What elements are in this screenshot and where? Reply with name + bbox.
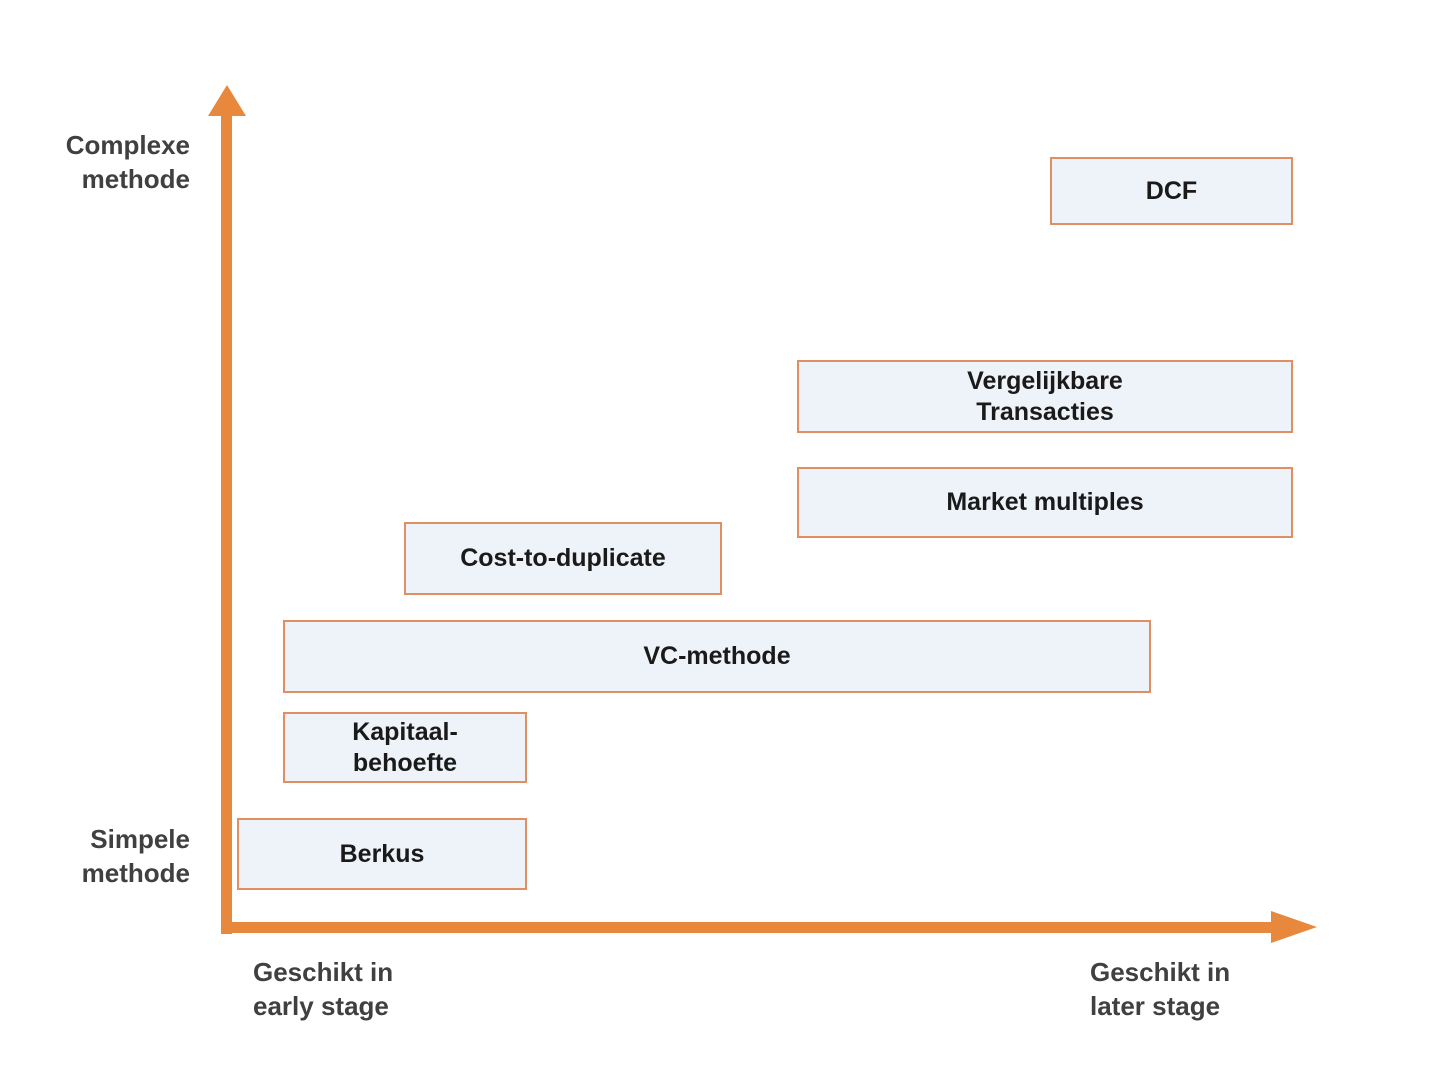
box-market-multiples: Market multiples (797, 467, 1293, 538)
box-vc-methode-label: VC-methode (643, 642, 791, 670)
box-vergelijkbare-transacties: Vergelijkbare Transacties (797, 360, 1293, 433)
box-dcf: DCF (1050, 157, 1293, 225)
y-axis-bottom-label: Simpele methode (81, 824, 190, 888)
box-kapitaal-behoefte-label: Kapitaal- behoefte (352, 717, 458, 777)
box-dcf-label: DCF (1145, 176, 1198, 205)
box-cost-to-duplicate-label: Cost-to-duplicate (460, 544, 666, 572)
x-axis-arrowhead-icon (1271, 911, 1317, 943)
box-vc-methode: VC-methode (283, 620, 1151, 693)
box-berkus-label: Berkus (339, 839, 425, 868)
box-kapitaal-behoefte: Kapitaal- behoefte (283, 712, 527, 783)
box-cost-to-duplicate: Cost-to-duplicate (404, 522, 722, 595)
x-axis-line (221, 922, 1272, 933)
box-market-multiples-label: Market multiples (946, 488, 1144, 516)
y-axis-top-label: Complexe methode (65, 130, 190, 194)
y-axis-arrowhead-icon (208, 85, 246, 116)
box-berkus: Berkus (237, 818, 527, 890)
x-axis-right-label: Geschikt in later stage (1090, 957, 1231, 1021)
y-axis-line (221, 108, 232, 934)
box-vergelijkbare-transacties-label: Vergelijkbare Transacties (967, 366, 1123, 426)
x-axis-left-label: Geschikt in early stage (253, 957, 394, 1021)
